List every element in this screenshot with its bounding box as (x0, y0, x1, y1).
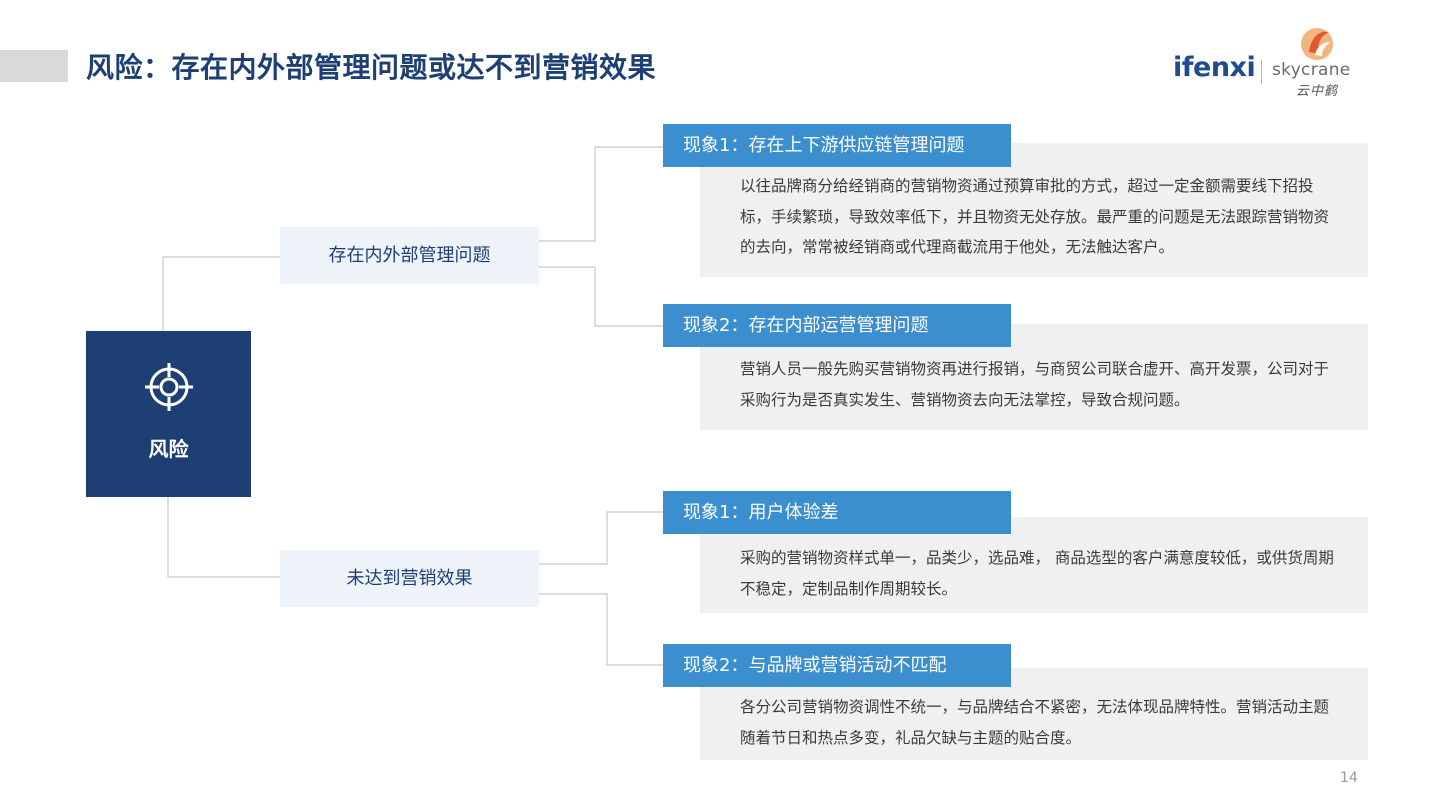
detail-text-c1-p1: 以往品牌商分给经销商的营销物资通过预算审批的方式，超过一定金额需要线下招投标，手… (740, 177, 1330, 256)
tag-c1-p2: 现象2：存在内部运营管理问题 (663, 304, 1011, 347)
connector-root-cat2 (167, 497, 280, 578)
skycrane-logo: skycrane (1272, 60, 1351, 80)
category-marketing-effect: 未达到营销效果 (280, 550, 539, 607)
skycrane-logo-cn: 云中鹤 (1296, 84, 1339, 99)
connector-cat1-p1 (539, 146, 663, 242)
connector-cat2-p1 (539, 511, 663, 565)
crane-logo-icon (1295, 22, 1339, 62)
title-accent-bar (0, 50, 68, 82)
root-label: 风险 (148, 437, 189, 461)
logo-divider (1261, 60, 1262, 84)
category-internal-external-management: 存在内外部管理问题 (280, 227, 539, 284)
ifenxi-logo: ifenxi (1173, 52, 1256, 83)
connector-cat2-p2 (539, 593, 663, 666)
tag-c1-p1: 现象1：存在上下游供应链管理问题 (663, 124, 1011, 167)
page-title: 风险：存在内外部管理问题或达不到营销效果 (86, 51, 657, 84)
detail-text-c1-p2: 营销人员一般先购买营销物资再进行报销，与商贸公司联合虚开、高开发票，公司对于采购… (740, 360, 1330, 409)
tag-c2-p1: 现象1：用户体验差 (663, 491, 1011, 534)
target-crosshair-icon (143, 361, 195, 413)
tag-c2-p2: 现象2：与品牌或营销活动不匹配 (663, 644, 1011, 687)
detail-text-c2-p2: 各分公司营销物资调性不统一，与品牌结合不紧密，无法体现品牌特性。营销活动主题随着… (740, 698, 1330, 747)
detail-text-c2-p1: 采购的营销物资样式单一，品类少，选品难， 商品选型的客户满意度较低，或供货周期不… (740, 549, 1334, 598)
root-node-risk: 风险 (86, 331, 251, 497)
page-number: 14 (1340, 770, 1358, 786)
connector-cat1-p2 (539, 266, 663, 327)
connector-root-cat1 (162, 256, 280, 331)
